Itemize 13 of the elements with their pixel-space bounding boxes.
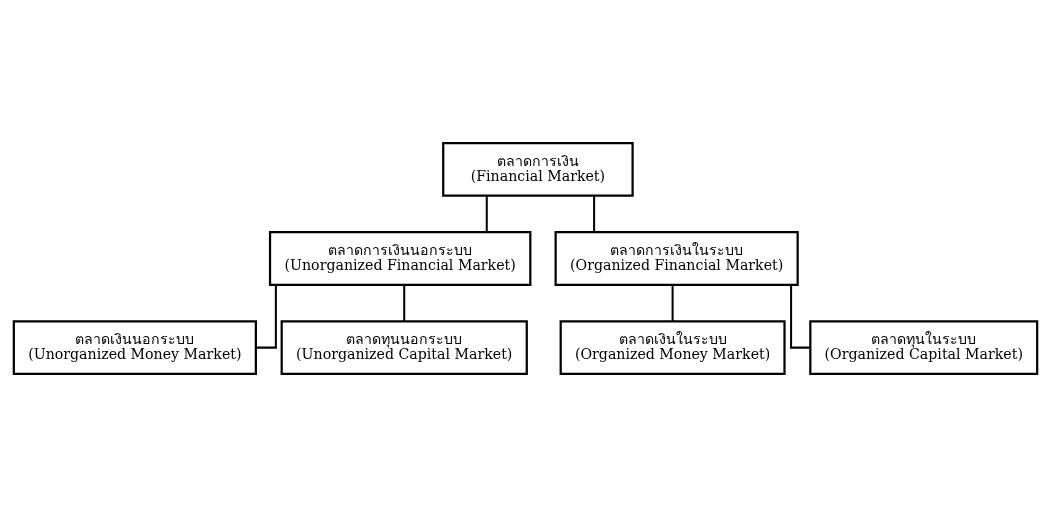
connector	[790, 285, 811, 349]
connector	[485, 196, 488, 233]
node-box: ตลาดทุนในระบบ (Organized Capital Market)	[809, 320, 1039, 376]
connector	[255, 285, 277, 349]
connector	[403, 285, 406, 322]
connector	[593, 196, 596, 233]
node-box: ตลาดทุนนอกระบบ (Unorganized Capital Market)	[280, 320, 528, 376]
connector	[671, 285, 674, 322]
node-box: ตลาดเงินในระบบ (Organized Money Market)	[559, 320, 786, 376]
node-box: ตลาดการเงินนอกระบบ (Unorganized Financial Market)	[268, 231, 532, 286]
node-box: ตลาดการเงิน (Financial Market)	[442, 141, 634, 197]
node-box: ตลาดการเงินในระบบ (Organized Financial Market)	[554, 231, 799, 286]
node-box: ตลาดเงินนอกระบบ (Unorganized Money Market)	[12, 320, 257, 376]
